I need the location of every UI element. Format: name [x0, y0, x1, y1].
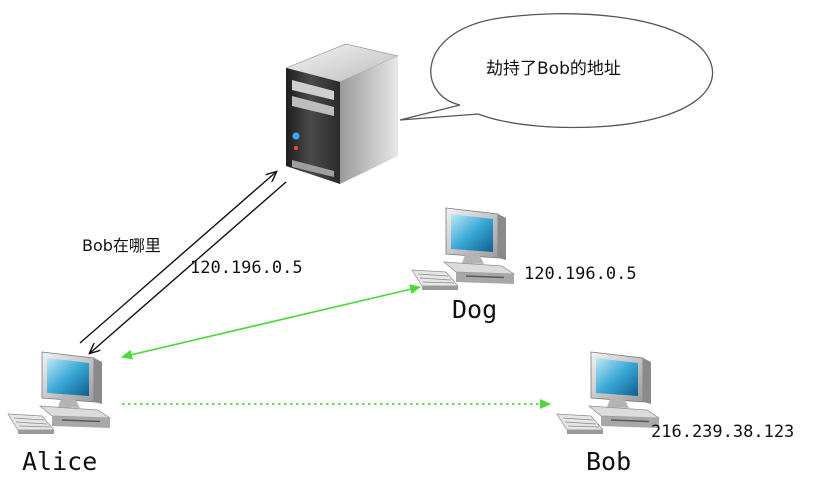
reply-ip-label: 120.196.0.5: [190, 258, 303, 278]
alice-name-label: Alice: [22, 447, 97, 476]
computer-dog-icon: [411, 207, 515, 291]
query-label: Bob在哪里: [82, 236, 161, 255]
dog-ip-label: 120.196.0.5: [524, 264, 637, 284]
query-arrow: [79, 172, 276, 344]
bob-name-label: Bob: [586, 447, 631, 476]
computer-alice-icon: [7, 351, 111, 435]
link-alice-dog: [121, 284, 421, 360]
speech-bubble-shape: [399, 13, 714, 129]
bubble-text: 劫持了Bob的地址: [486, 59, 621, 79]
computer-bob-icon: [556, 351, 660, 435]
speech-bubble: 劫持了Bob的地址: [399, 13, 714, 129]
dog-name-label: Dog: [452, 295, 497, 324]
bob-ip-label: 216.239.38.123: [651, 422, 794, 442]
server-tower-icon: [285, 43, 399, 184]
